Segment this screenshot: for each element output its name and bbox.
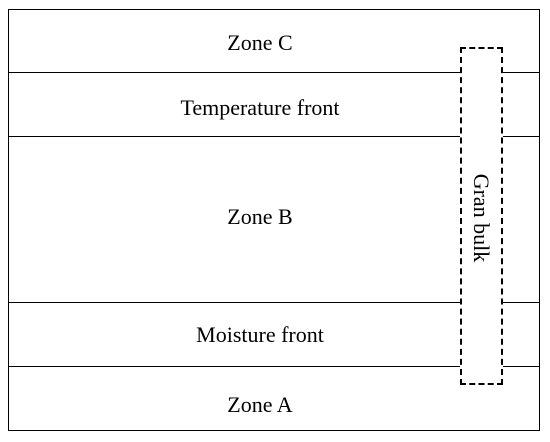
temperature-front-label: Temperature front (180, 95, 340, 120)
temperature-front-bottom-line (8, 136, 540, 137)
grain-bulk-box (460, 47, 503, 385)
outer-frame (8, 9, 540, 431)
zone-c-label: Zone C (227, 30, 293, 55)
moisture-front-label: Moisture front (196, 322, 324, 347)
moisture-front-bottom-line (8, 366, 540, 367)
zone-b-label: Zone B (227, 204, 293, 229)
zone-c-bottom-line (8, 72, 540, 73)
zone-a-label: Zone A (227, 392, 293, 417)
zone-b-bottom-line (8, 302, 540, 303)
grain-bulk-label: Gran bulk (469, 173, 494, 263)
